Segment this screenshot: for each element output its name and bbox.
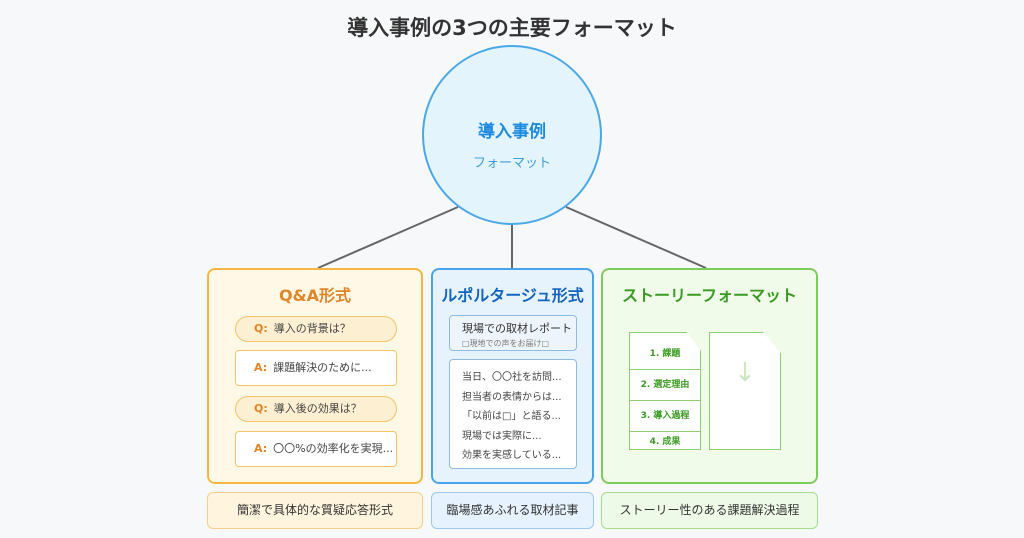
report-line: 現場では実際に... bbox=[462, 430, 542, 442]
page-title: 導入事例の3つの主要フォーマット bbox=[347, 16, 677, 40]
report-line: 効果を実感している... bbox=[462, 450, 562, 461]
story-outline-document: 1. 課題 2. 選定理由 3. 導入過程 4. 成果 bbox=[629, 332, 701, 450]
report-subtitle: □現地での声をお届け□ bbox=[462, 339, 550, 348]
story-section: 2. 選定理由 bbox=[630, 370, 700, 401]
qa-answer: A: 〇〇%の効率化を実現... bbox=[235, 431, 397, 467]
qa-question: Q: 導入の背景は？ bbox=[235, 316, 397, 342]
report-line: 「以前は□」と語る... bbox=[462, 411, 561, 422]
report-line: 担当者の表情からは... bbox=[462, 391, 562, 403]
report-body: 当日、〇〇社を訪問... 担当者の表情からは... 「以前は□」と語る... 現… bbox=[449, 359, 577, 469]
story-section: 4. 成果 bbox=[649, 437, 681, 447]
story-section: 1. 課題 bbox=[630, 339, 700, 370]
story-section: 3. 導入過程 bbox=[630, 401, 700, 432]
q-prefix: Q: bbox=[254, 322, 268, 335]
q-prefix: Q: bbox=[254, 402, 268, 415]
reportage-heading: ルポルタージュ形式 bbox=[441, 286, 584, 305]
report-title: 現場での取材レポート bbox=[462, 322, 572, 335]
a-prefix: A: bbox=[254, 361, 268, 374]
answer-text: 課題解決のために... bbox=[273, 361, 372, 374]
center-node: 導入事例 フォーマット bbox=[422, 45, 602, 225]
question-text: 導入の背景は？ bbox=[273, 322, 351, 335]
story-footer: ストーリー性のある課題解決過程 bbox=[601, 492, 818, 529]
report-header: 現場での取材レポート □現地での声をお届け□ bbox=[449, 315, 577, 351]
report-line: 当日、〇〇社を訪問... bbox=[462, 372, 562, 383]
qa-format-card: Q&A形式 Q: 導入の背景は？ A: 課題解決のために... Q: 導入後の効果は？… bbox=[207, 268, 423, 484]
qa-footer: 簡潔で具体的な質疑応答形式 bbox=[207, 492, 423, 529]
reportage-format-card: ルポルタージュ形式 現場での取材レポート □現地での声をお届け□ 当日、〇〇社を訪… bbox=[431, 268, 594, 484]
story-format-card: ストーリーフォーマット 1. 課題 2. 選定理由 3. 導入過程 4. 成果 … bbox=[601, 268, 818, 484]
story-document: ↓ bbox=[709, 332, 781, 450]
qa-heading: Q&A形式 bbox=[279, 286, 351, 305]
center-subtitle: フォーマット bbox=[472, 156, 551, 171]
question-text: 導入後の効果は？ bbox=[273, 402, 362, 415]
answer-text: 〇〇%の効率化を実現... bbox=[273, 442, 394, 455]
a-prefix: A: bbox=[254, 442, 268, 455]
reportage-footer: 臨場感あふれる取材記事 bbox=[431, 492, 594, 529]
qa-answer: A: 課題解決のために... bbox=[235, 350, 397, 386]
down-arrow-icon: ↓ bbox=[734, 358, 756, 388]
qa-question: Q: 導入後の効果は？ bbox=[235, 396, 397, 422]
story-heading: ストーリーフォーマット bbox=[621, 286, 798, 305]
center-title: 導入事例 bbox=[478, 122, 546, 142]
